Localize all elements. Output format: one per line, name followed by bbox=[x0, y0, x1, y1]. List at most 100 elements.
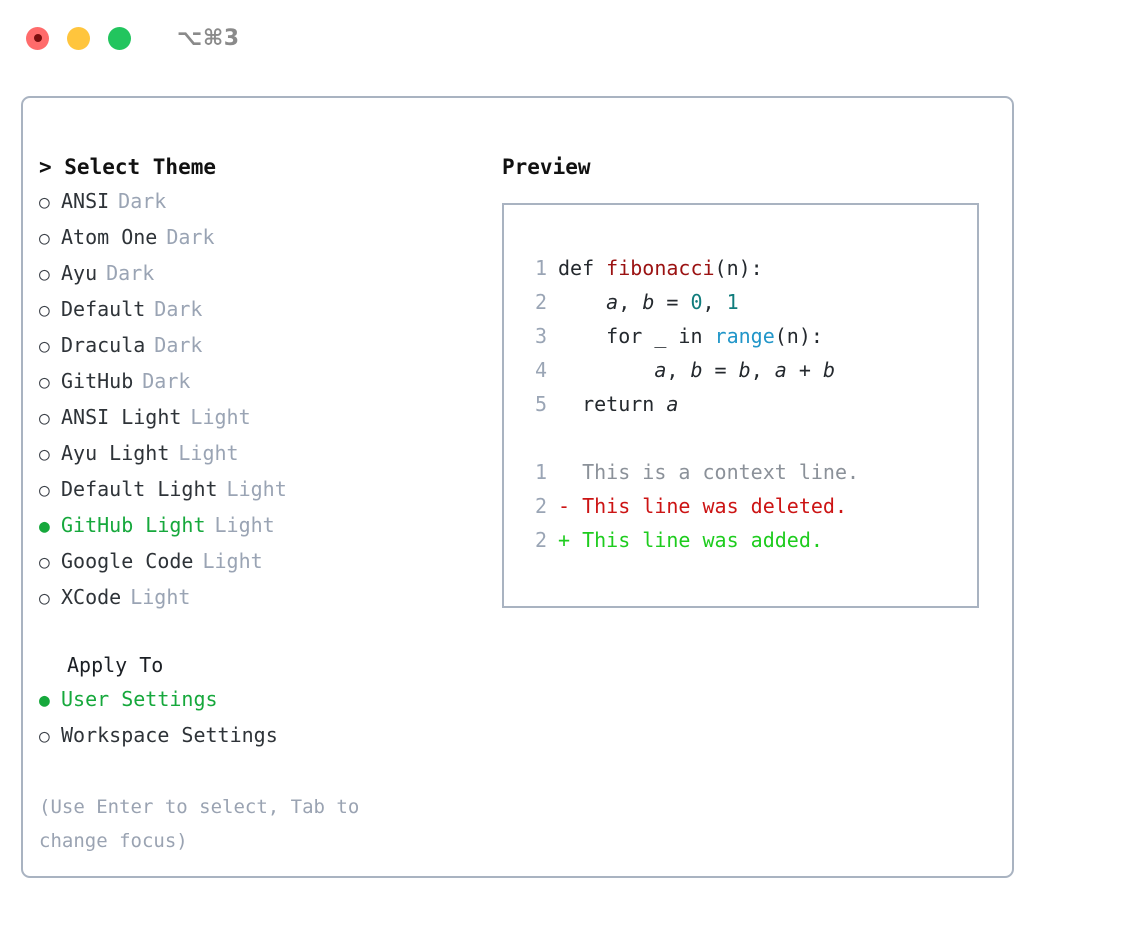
apply-to-option-label: Workspace Settings bbox=[61, 723, 278, 747]
code-token-plain: , bbox=[666, 358, 691, 382]
code-token-var: a bbox=[606, 290, 619, 314]
code-token-plain: , bbox=[702, 290, 727, 314]
radio-unselected-icon: ○ bbox=[39, 264, 50, 285]
code-line-number: 5 bbox=[534, 392, 547, 416]
apply-to-heading: Apply To bbox=[67, 653, 164, 677]
theme-option-default[interactable]: ○ Default Dark bbox=[39, 292, 469, 328]
code-token-plain: , bbox=[750, 358, 775, 382]
theme-variant-tag: Dark bbox=[142, 369, 191, 393]
code-token-plain: def bbox=[558, 256, 607, 280]
code-spacer bbox=[521, 421, 977, 455]
code-token-call: range bbox=[714, 324, 775, 348]
apply-to-option-label: User Settings bbox=[61, 687, 218, 711]
code-line-text: a, b = b, a + b bbox=[558, 353, 835, 387]
diff-line-text: This line was added. bbox=[570, 528, 823, 552]
diff-line-add: 2 + This line was added. bbox=[521, 523, 977, 557]
theme-variant-tag: Light bbox=[202, 549, 263, 573]
close-button-icon[interactable] bbox=[26, 26, 49, 50]
radio-unselected-icon: ○ bbox=[39, 588, 50, 609]
diff-sample: 1 This is a context line.2- This line wa… bbox=[521, 455, 977, 557]
code-line: 2 a, b = 0, 1 bbox=[521, 285, 977, 319]
diff-line-text: This is a context line. bbox=[570, 460, 860, 484]
select-theme-heading: > Select Theme bbox=[39, 155, 217, 179]
theme-option-label: Default Light bbox=[61, 477, 218, 501]
code-line-text: return a bbox=[558, 387, 678, 421]
theme-variant-tag: Dark bbox=[154, 297, 203, 321]
code-line: 1 def fibonacci(n): bbox=[521, 251, 977, 285]
theme-variant-tag: Light bbox=[130, 585, 191, 609]
radio-selected-icon: ● bbox=[39, 690, 50, 711]
code-token-plain: (n): bbox=[714, 256, 763, 280]
theme-variant-tag: Dark bbox=[154, 333, 203, 357]
radio-unselected-icon: ○ bbox=[39, 228, 50, 249]
diff-marker: - bbox=[558, 494, 571, 518]
theme-variant-tag: Light bbox=[178, 441, 239, 465]
code-token-var: a bbox=[654, 358, 667, 382]
code-line: 5 return a bbox=[521, 387, 977, 421]
code-token-plain: for _ in bbox=[558, 324, 715, 348]
diff-line-number: 2 bbox=[534, 528, 547, 552]
diff-line-ctx: 1 This is a context line. bbox=[521, 455, 977, 489]
diff-marker bbox=[558, 460, 570, 484]
diff-line-number: 2 bbox=[534, 494, 547, 518]
apply-to-option-user-settings[interactable]: ● User Settings bbox=[39, 682, 469, 718]
code-line-number: 4 bbox=[534, 358, 547, 382]
maximize-button-icon[interactable] bbox=[108, 26, 131, 50]
diff-line-content: + This line was added. bbox=[558, 523, 823, 557]
code-line-number: 1 bbox=[534, 256, 547, 280]
recording-dot-icon bbox=[33, 34, 42, 42]
theme-option-label: Atom One bbox=[61, 225, 158, 249]
diff-line-content: - This line was deleted. bbox=[558, 489, 847, 523]
code-token-num: 1 bbox=[726, 290, 739, 314]
diff-line-del: 2 - This line was deleted. bbox=[521, 489, 977, 523]
keyboard-shortcut-label: ⌥⌘3 bbox=[177, 25, 240, 51]
window-titlebar: ⌥⌘3 bbox=[0, 0, 1140, 76]
code-line: 4 a, b = b, a + b bbox=[521, 353, 977, 387]
theme-option-label: Google Code bbox=[61, 549, 194, 573]
code-token-var: b bbox=[738, 358, 751, 382]
radio-unselected-icon: ○ bbox=[39, 372, 50, 393]
diff-line-content: This is a context line. bbox=[558, 455, 859, 489]
code-token-var: b bbox=[690, 358, 703, 382]
theme-option-google-code[interactable]: ○ Google Code Light bbox=[39, 544, 469, 580]
radio-unselected-icon: ○ bbox=[39, 552, 50, 573]
code-line-number: 2 bbox=[534, 290, 547, 314]
theme-option-label: Default bbox=[61, 297, 146, 321]
theme-option-label: ANSI bbox=[61, 189, 110, 213]
code-token-var: b bbox=[822, 358, 835, 382]
code-token-plain bbox=[558, 290, 606, 314]
theme-option-xcode[interactable]: ○ XCode Light bbox=[39, 580, 469, 616]
minimize-button-icon[interactable] bbox=[67, 26, 90, 50]
apply-to-option-workspace-settings[interactable]: ○Workspace Settings bbox=[39, 718, 469, 754]
radio-unselected-icon: ○ bbox=[39, 192, 50, 213]
code-line-text: a, b = 0, 1 bbox=[558, 285, 739, 319]
code-token-var: a bbox=[666, 392, 679, 416]
radio-unselected-icon: ○ bbox=[39, 300, 50, 321]
code-token-num: 0 bbox=[690, 290, 703, 314]
code-line-text: for _ in range(n): bbox=[558, 319, 823, 353]
code-line: 3 for _ in range(n): bbox=[521, 319, 977, 353]
theme-option-label: Ayu Light bbox=[61, 441, 170, 465]
theme-option-label: Dracula bbox=[61, 333, 146, 357]
code-token-plain: return bbox=[558, 392, 667, 416]
theme-variant-tag: Dark bbox=[106, 261, 155, 285]
code-token-fn: fibonacci bbox=[606, 256, 715, 280]
traffic-lights bbox=[26, 26, 131, 50]
keyboard-hint-text: (Use Enter to select, Tab to change focu… bbox=[39, 796, 360, 852]
theme-option-label: XCode bbox=[61, 585, 122, 609]
